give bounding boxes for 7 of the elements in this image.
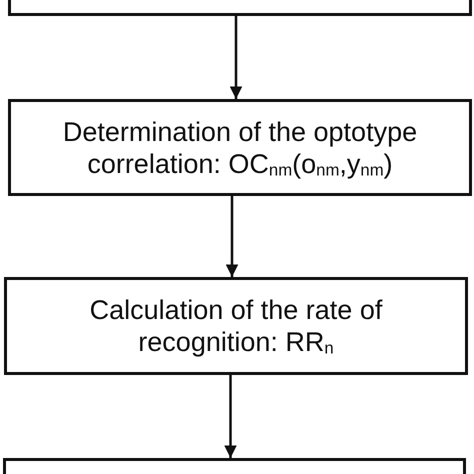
step-text: Calculation of the rate of recognition: RR$_{n}$ xyxy=(88,294,384,358)
arrow xyxy=(226,196,238,277)
arrow xyxy=(224,375,237,458)
process-box xyxy=(8,99,472,196)
step-text: Determination of the optotype correlation: OC$_{nm}$(o$_{nm}$,y$_{nm}$) xyxy=(62,116,418,180)
process-box xyxy=(4,277,468,375)
arrow xyxy=(230,16,242,99)
